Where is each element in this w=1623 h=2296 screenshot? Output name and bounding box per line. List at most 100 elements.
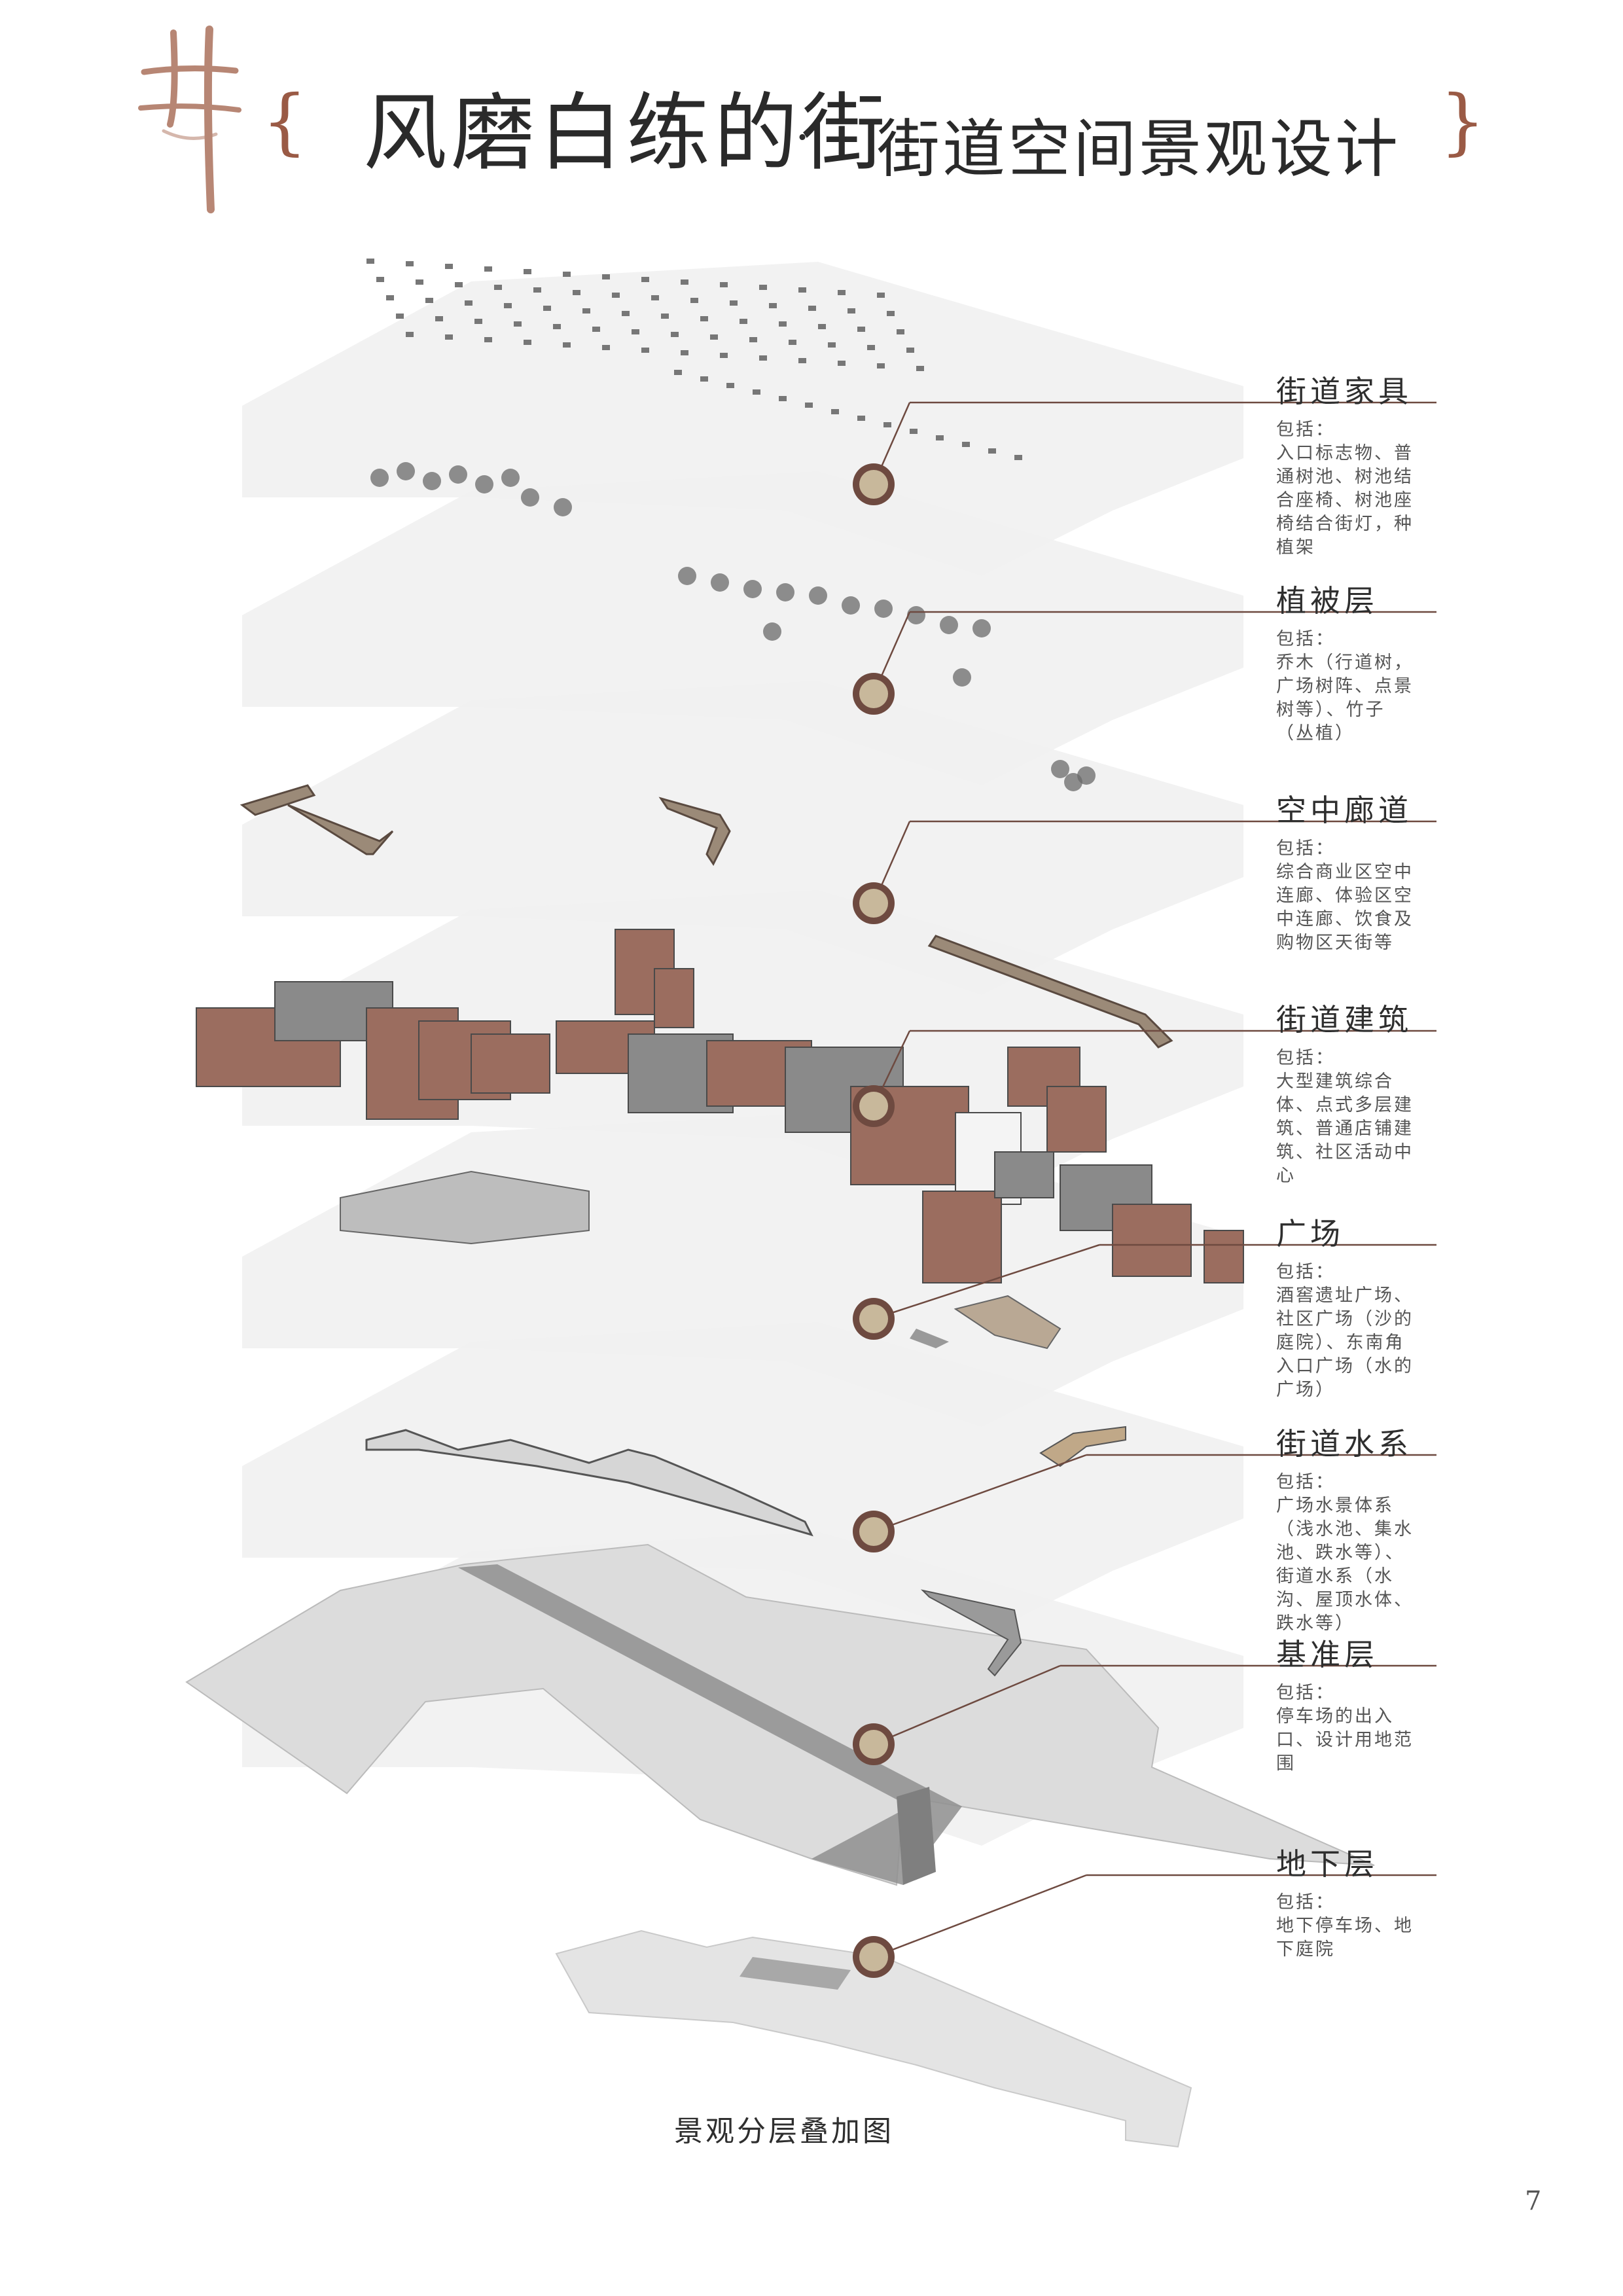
layer-label-skyway: 空中廊道 包括： 综合商业区空中连廊、体验区空中连廊、饮食及购物区天街等 xyxy=(1276,795,1423,955)
furniture-mark xyxy=(563,272,571,277)
furniture-mark xyxy=(582,308,590,314)
furniture-mark xyxy=(798,358,806,363)
tree-mark xyxy=(940,616,958,634)
tree-mark xyxy=(501,469,520,487)
building-block xyxy=(1046,1086,1107,1153)
building-block xyxy=(922,1191,1002,1283)
furniture-mark xyxy=(818,324,826,329)
layer-label-furniture: 街道家具 包括： 入口标志物、普通树池、树池结合座椅、树池座椅结合街灯，种植架 xyxy=(1276,376,1423,560)
furniture-mark xyxy=(789,340,796,345)
furniture-mark xyxy=(887,311,895,316)
layer-desc-prefix: 包括： xyxy=(1276,1472,1335,1492)
page-subtitle: 街道空间景观设计 xyxy=(877,113,1400,186)
layer-title: 街道建筑 xyxy=(1276,1002,1412,1037)
furniture-mark xyxy=(474,319,482,324)
tree-mark xyxy=(475,475,493,493)
tree-mark xyxy=(449,465,467,484)
furniture-mark xyxy=(897,329,904,334)
furniture-mark xyxy=(690,298,698,303)
furniture-mark xyxy=(838,290,846,295)
furniture-mark xyxy=(936,435,944,440)
furniture-mark xyxy=(674,370,682,375)
layer-desc: 大型建筑综合体、点式多层建筑、普通店铺建筑、社区活动中心 xyxy=(1276,1071,1414,1186)
tree-mark xyxy=(711,573,729,592)
furniture-mark xyxy=(445,334,453,340)
furniture-mark xyxy=(798,287,806,293)
furniture-mark xyxy=(962,442,970,447)
furniture-mark xyxy=(877,293,885,298)
layer-title: 街道水系 xyxy=(1276,1426,1412,1462)
layer-desc-prefix: 包括： xyxy=(1276,1262,1335,1282)
furniture-mark xyxy=(602,274,610,279)
tree-mark xyxy=(953,668,971,687)
tree-mark xyxy=(776,583,794,601)
furniture-mark xyxy=(416,279,423,285)
tree-mark xyxy=(1051,760,1069,778)
layer-nodes xyxy=(853,463,895,1978)
skyway-east xyxy=(927,935,1173,1049)
tree-mark xyxy=(554,498,572,516)
layer-desc: 停车场的出入口、设计用地范围 xyxy=(1276,1706,1414,1774)
furniture-mark xyxy=(779,321,787,327)
building-block xyxy=(654,968,694,1028)
layer-desc: 乔木（行道树，广场树阵、点景树等）、竹子（丛植） xyxy=(1276,653,1414,744)
layer-desc: 酒窖遗址广场、社区广场（沙的庭院）、东南角入口广场（水的广场） xyxy=(1276,1285,1414,1400)
furniture-mark xyxy=(805,403,813,408)
layer-title: 植被层 xyxy=(1276,583,1378,619)
furniture-mark xyxy=(681,350,688,355)
furniture-mark xyxy=(867,345,875,350)
furniture-mark xyxy=(700,316,708,321)
furniture-mark xyxy=(857,416,865,421)
tree-mark xyxy=(1064,773,1082,791)
layer-title: 地下层 xyxy=(1276,1846,1378,1882)
page-number: 7 xyxy=(1525,2186,1542,2216)
tree-mark xyxy=(842,596,860,615)
furniture-mark xyxy=(808,306,816,311)
furniture-mark xyxy=(514,321,522,327)
furniture-mark xyxy=(883,422,891,427)
furniture-mark xyxy=(749,337,757,342)
furniture-mark xyxy=(563,342,571,348)
datum-road-edge xyxy=(897,1787,936,1885)
furniture-mark xyxy=(406,332,414,337)
furniture-mark xyxy=(700,376,708,382)
layer-node xyxy=(859,1943,888,1971)
layer-node xyxy=(859,1730,888,1759)
tree-mark xyxy=(874,600,893,618)
furniture-mark xyxy=(445,264,453,269)
layer-node xyxy=(859,889,888,918)
leader-line xyxy=(873,1454,1087,1533)
leader-line xyxy=(873,1664,1061,1746)
street-water xyxy=(365,1429,813,1537)
furniture-mark xyxy=(906,348,914,353)
building-block xyxy=(1204,1230,1244,1283)
layer-desc: 地下停车场、地下庭院 xyxy=(1276,1916,1414,1960)
furniture-mark xyxy=(720,353,728,358)
layer-title: 基准层 xyxy=(1276,1637,1378,1672)
furniture-mark xyxy=(753,389,760,395)
community-center xyxy=(340,1170,590,1245)
skyway-middle xyxy=(658,797,731,866)
layer-node xyxy=(859,1517,888,1546)
building-block xyxy=(1112,1204,1192,1277)
tree-mark xyxy=(809,586,827,605)
tree-mark xyxy=(521,488,539,507)
furniture-mark xyxy=(592,327,600,332)
furniture-mark xyxy=(720,282,728,287)
furniture-mark xyxy=(494,285,502,290)
furniture-mark xyxy=(425,298,433,303)
layer-node xyxy=(859,1092,888,1121)
furniture-mark xyxy=(671,332,679,337)
layer-node xyxy=(859,470,888,499)
leader-line xyxy=(873,1244,1100,1320)
furniture-mark xyxy=(504,303,512,308)
tree-mark xyxy=(678,567,696,585)
underground-plane xyxy=(555,1929,1192,2148)
furniture-mark xyxy=(661,314,669,319)
furniture-mark xyxy=(847,308,855,314)
logo-mark xyxy=(138,26,241,213)
title-brace-open: { xyxy=(262,79,308,163)
layer-label-water: 街道水系 包括： 广场水景体系（浅水池、集水池、跌水等）、街道水系（水沟、屋顶水… xyxy=(1276,1429,1423,1636)
layer-label-datum: 基准层 包括： 停车场的出入口、设计用地范围 xyxy=(1276,1640,1423,1776)
